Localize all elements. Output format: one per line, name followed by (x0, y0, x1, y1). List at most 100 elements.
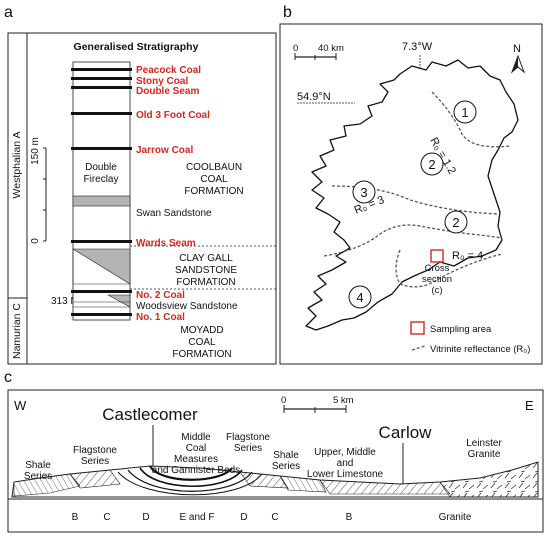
coal-label-stony: Stony Coal (136, 76, 188, 87)
coal-seam-stony (71, 77, 132, 80)
latitude-label: 54.9°N (297, 91, 331, 103)
unit-double-fireclay-2: Fireclay (83, 174, 118, 185)
coal-seam-no1 (71, 313, 132, 316)
label-middle-coal-4: and Gannister Beds (152, 465, 240, 476)
cross-section-label-2: section (422, 274, 452, 285)
ro-contour-3 (331, 185, 499, 215)
legend-ro-icon (411, 345, 426, 351)
coal-seam-wards (71, 240, 132, 243)
coal-label-jarrow: Jarrow Coal (136, 145, 193, 156)
coal-label-double-seam: Double Seam (136, 86, 199, 97)
ireland-outline (305, 59, 519, 331)
scale-tick-150: 150 m (30, 137, 41, 165)
label-shale-left-1: Shale (25, 460, 51, 471)
coolbaun-label-3: FORMATION (184, 186, 243, 197)
section-scale-zero: 0 (281, 395, 286, 406)
map-scale-zero: 0 (293, 43, 298, 54)
age-label: 313 Ma (51, 296, 85, 307)
coal-seam-no2 (71, 290, 132, 293)
label-granite-1: Leinster (466, 438, 502, 449)
ro-label-4: R₀ = 4 (452, 250, 483, 262)
woodsview-wedge (107, 294, 131, 308)
coal-label-wards: Wards Seam (136, 238, 196, 249)
zone-marker-2a (420, 152, 444, 176)
cross-section-box (430, 249, 444, 263)
ro-contour-1-2 (431, 91, 511, 148)
clay-gall-label-3: FORMATION (176, 277, 235, 288)
section-granite (439, 461, 539, 498)
section-coal-basin (149, 465, 233, 481)
clay-gall-wedge (71, 248, 131, 285)
moyadd-label-1: MOYADD (180, 325, 223, 336)
section-scale-label: 5 km (333, 395, 354, 406)
section-flagstone-left (69, 469, 121, 489)
swan-sandstone-label: Swan Sandstone (136, 208, 212, 219)
ireland-map-panel: 0 40 km 7.3°W 54.9°N N 1 2 3 2 4 R₀ = 1.… (279, 23, 543, 365)
swan-sandstone-bed (72, 195, 131, 207)
moyadd-label-2: COAL (188, 337, 216, 348)
section-shale-right (279, 475, 327, 493)
label-limestone-1: Upper, Middle (314, 447, 376, 458)
coal-label-old3foot: Old 3 Foot Coal (136, 110, 210, 121)
label-granite-2: Granite (468, 449, 501, 460)
stage-label-westphalian: Westphalian A (11, 132, 23, 199)
legend-ro-label: Vitrinite reflectance (R₀) (430, 344, 530, 355)
cross-section-label-1: Cross (425, 263, 450, 274)
coal-seam-old3foot (71, 112, 132, 115)
label-middle-coal-1: Middle (181, 432, 211, 443)
unit-double-fireclay-1: Double (85, 162, 117, 173)
panel-label-b: b (283, 4, 292, 21)
coal-label-peacock: Peacock Coal (136, 65, 201, 76)
bottom-label-e-f: E and F (179, 512, 214, 523)
coal-label-no1: No. 1 Coal (136, 312, 185, 323)
stratigraphy-title: Generalised Stratigraphy (74, 41, 199, 53)
bottom-label-b-left: B (72, 512, 79, 523)
bottom-label-d-right: D (240, 512, 247, 523)
ro-contour-4-upper (323, 224, 503, 257)
label-flagstone-right-1: Flagstone (226, 432, 270, 443)
bottom-label-b-right: B (346, 512, 353, 523)
stage-label-namurian: Namurian C (11, 303, 23, 359)
label-flagstone-right-2: Series (234, 443, 262, 454)
moyadd-label-3: FORMATION (172, 349, 231, 360)
map-scale-label: 40 km (318, 43, 344, 54)
zone-label-2a: 2 (428, 157, 435, 172)
legend-sampling-icon (410, 321, 425, 335)
woodsview-label: Woodsview Sandstone (136, 301, 238, 312)
strat-column (72, 61, 131, 321)
town-castlecomer: Castlecomer (102, 405, 198, 424)
coal-seam-jarrow (71, 147, 132, 150)
label-flagstone-left-1: Flagstone (73, 445, 117, 456)
label-shale-right-2: Series (272, 461, 300, 472)
cross-section-panel: W E Castlecomer Carlow 0 5 km Shale Seri… (7, 389, 544, 533)
zone-marker-3 (352, 180, 376, 204)
north-label: N (513, 43, 521, 55)
panel-label-c: c (4, 369, 12, 386)
town-carlow: Carlow (379, 423, 433, 442)
east-label: E (525, 398, 534, 413)
clay-gall-label-2: SANDSTONE (175, 265, 237, 276)
zone-label-3: 3 (360, 185, 367, 200)
label-limestone-3: Lower Limestone (307, 469, 384, 480)
longitude-label: 7.3°W (402, 41, 433, 53)
west-label: W (14, 398, 27, 413)
coal-seam-double (71, 86, 132, 89)
label-middle-coal-2: Coal (186, 443, 207, 454)
label-middle-coal-3: Measures (174, 454, 218, 465)
zone-marker-1 (453, 100, 477, 124)
cross-section-label-3: (c) (431, 285, 442, 296)
zone-label-1: 1 (461, 105, 468, 120)
coal-label-no2: No. 2 Coal (136, 290, 185, 301)
label-flagstone-left-2: Series (81, 456, 109, 467)
coal-seam-peacock (71, 68, 132, 71)
coolbaun-label-1: COOLBAUN (186, 162, 242, 173)
coolbaun-label-2: COAL (200, 174, 228, 185)
scale-tick-0: 0 (30, 238, 41, 244)
zone-label-2b: 2 (452, 215, 459, 230)
label-shale-left-2: Series (24, 471, 52, 482)
stratigraphy-panel: Westphalian A Namurian C 150 m 0 313 Ma … (7, 32, 277, 365)
clay-gall-label-1: CLAY GALL (179, 253, 233, 264)
bottom-label-d-left: D (142, 512, 149, 523)
legend-sampling-label: Sampling area (430, 324, 492, 335)
